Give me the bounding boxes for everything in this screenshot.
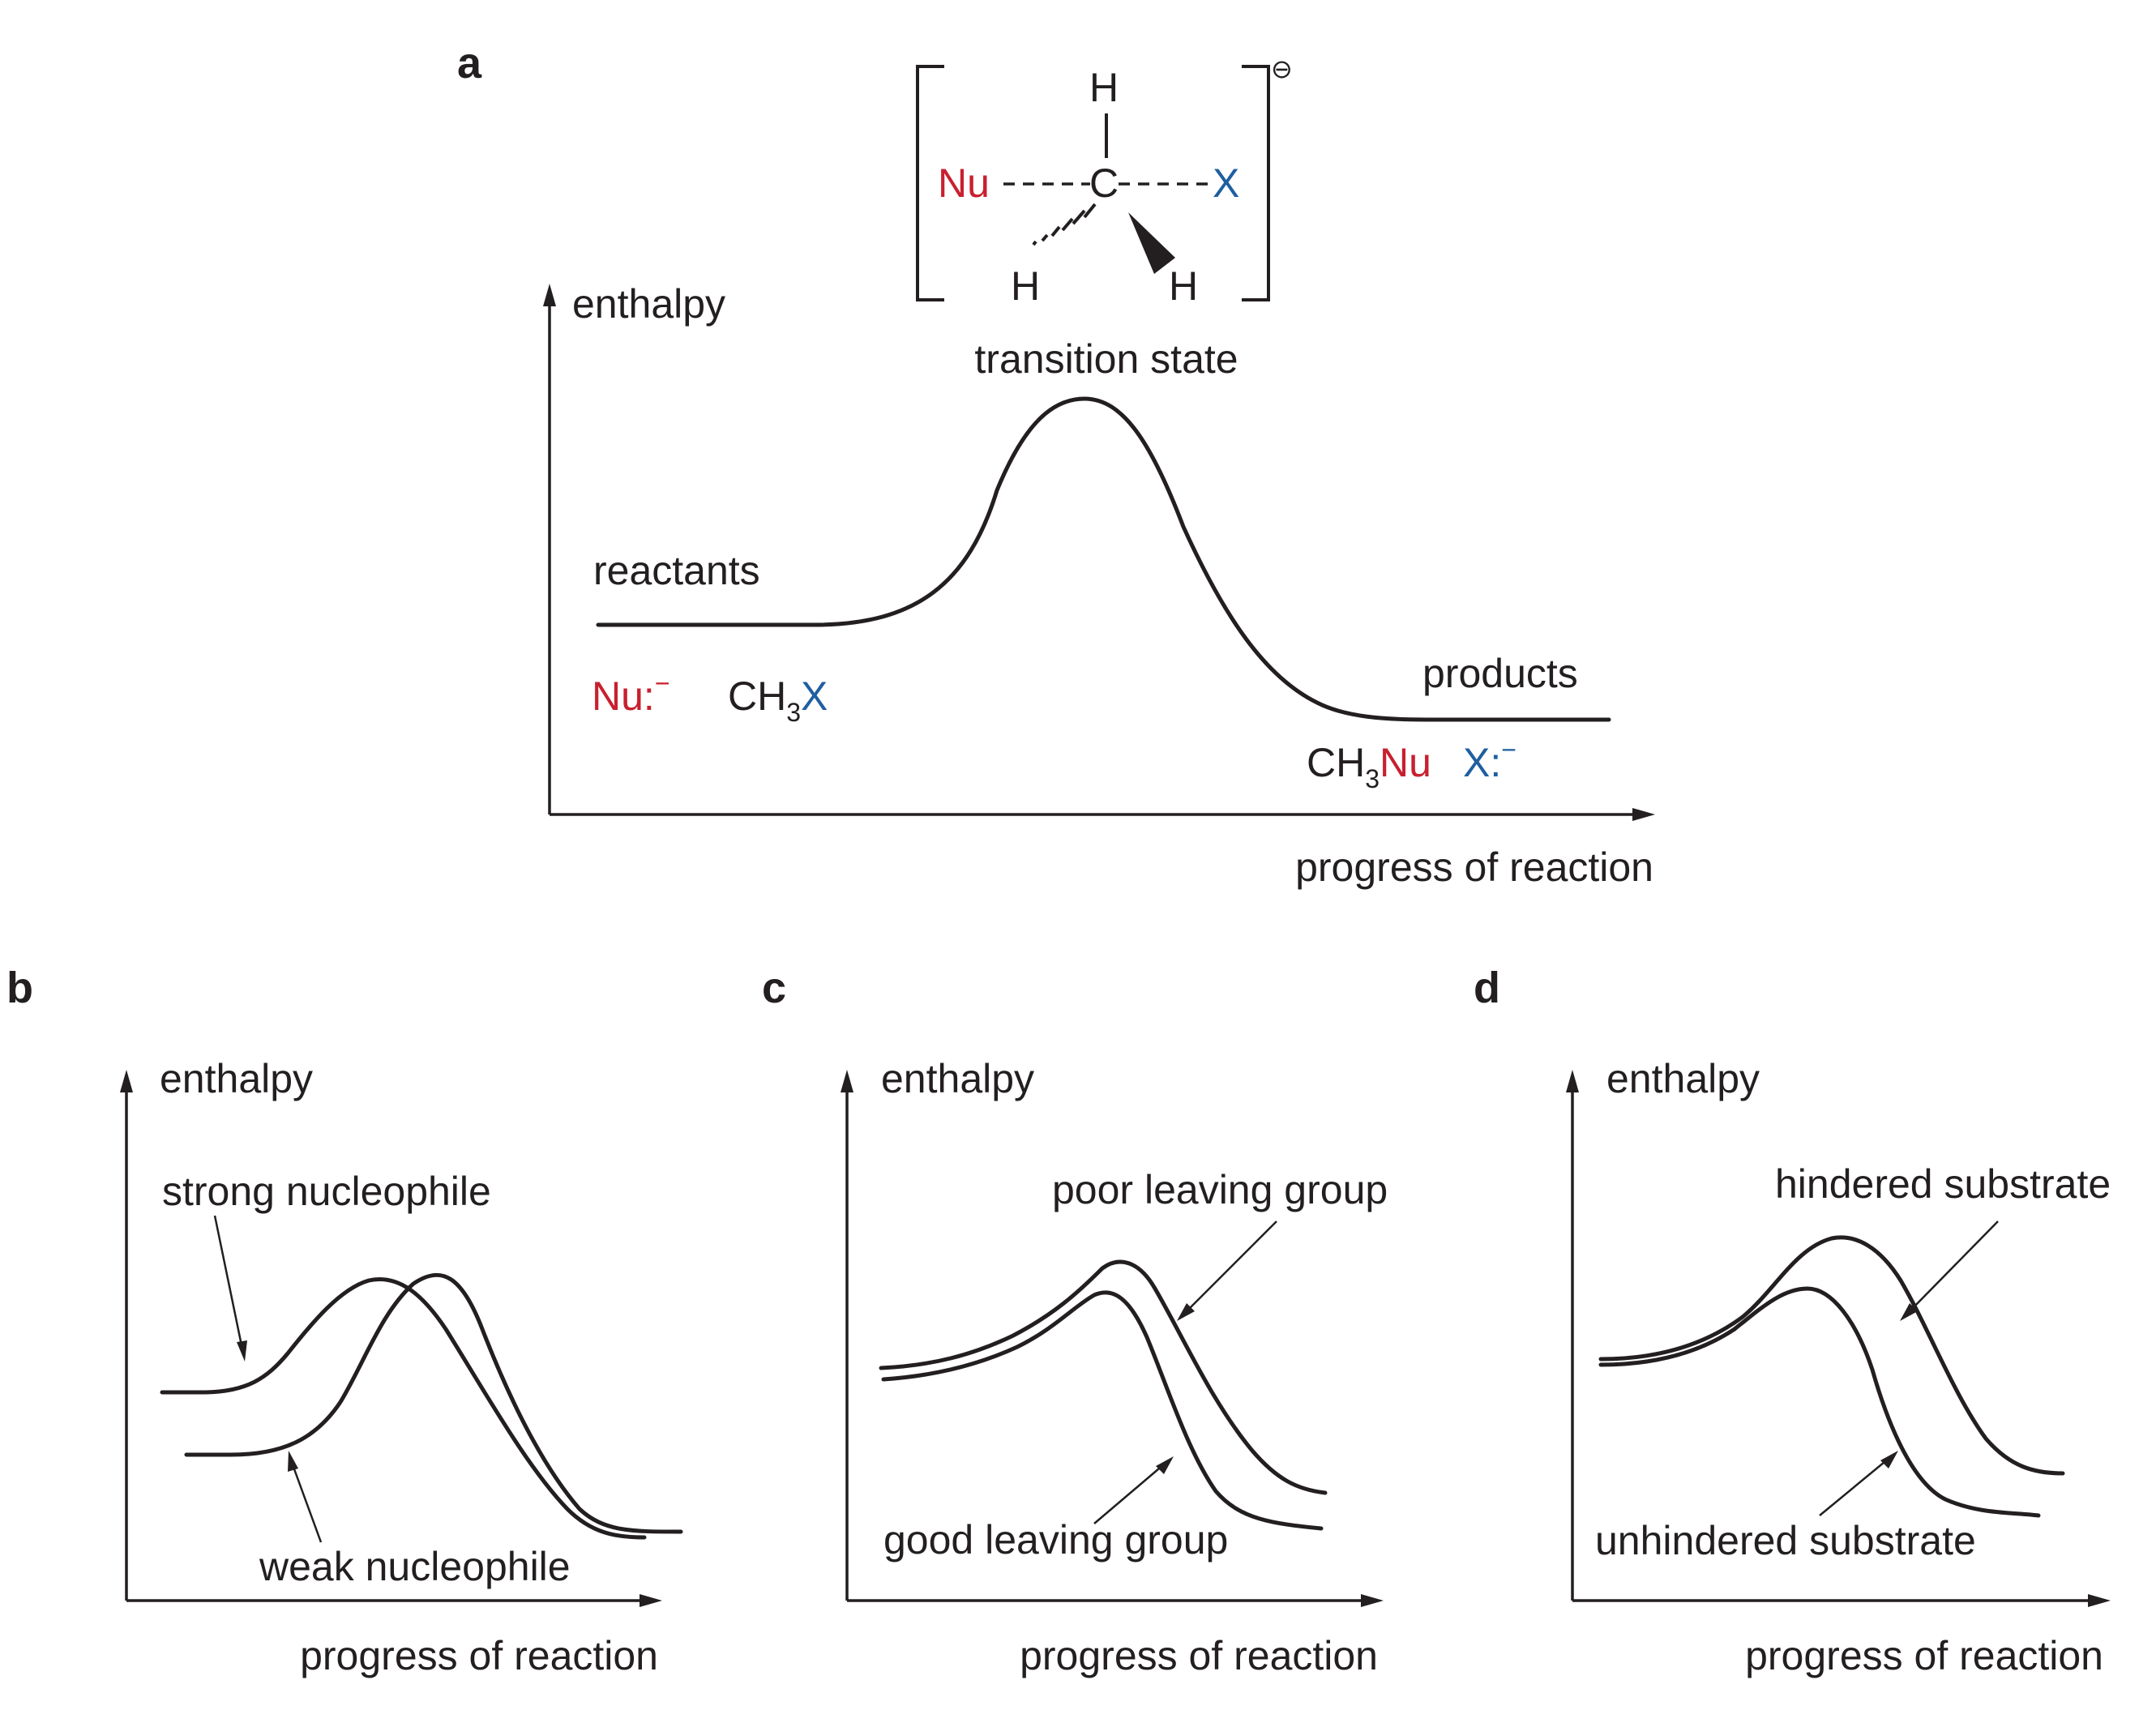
ts-h-top: H	[1089, 65, 1119, 110]
panel-a-energy-curve	[596, 396, 1611, 722]
panel-a: a enthalpy progress of reaction ⊖ H Nu C…	[457, 39, 1655, 890]
panel-c-lower-pointer-head	[1156, 1456, 1174, 1474]
panel-d-lower-pointer-head	[1880, 1451, 1898, 1468]
panel-b-lower-pointer	[292, 1466, 323, 1543]
panel-c-y-axis-label: enthalpy	[881, 1056, 1034, 1101]
panel-c-x-arrowhead	[1361, 1594, 1384, 1607]
panel-d-label: d	[1474, 964, 1500, 1012]
reactants-label: reactants	[593, 548, 760, 593]
panel-d-y-axis-label: enthalpy	[1606, 1056, 1760, 1101]
panel-a-x-axis-label: progress of reaction	[1295, 844, 1653, 890]
reactant-substrate: CH3X	[728, 673, 828, 727]
left-bracket	[916, 65, 944, 301]
transition-state-structure: ⊖ H Nu C X H H	[916, 54, 1293, 309]
panel-b-lower-label: weak nucleophile	[259, 1544, 571, 1589]
panel-b-lower-pointer-head	[288, 1451, 298, 1472]
panel-c-lower-pointer	[1093, 1468, 1160, 1524]
panel-c-label: c	[762, 964, 786, 1012]
reactant-nucleophile: Nu:−	[592, 669, 670, 719]
panel-b-lower-curve	[184, 1272, 683, 1534]
panel-d-upper-label: hindered substrate	[1775, 1161, 2111, 1207]
panel-b-x-arrowhead	[640, 1594, 662, 1607]
transition-state-caption: transition state	[974, 336, 1238, 382]
panel-d: d enthalpy progress of reaction hindered…	[1474, 964, 2111, 1678]
panel-d-upper-pointer-head	[1900, 1303, 1918, 1321]
transition-state-charge: ⊖	[1271, 54, 1293, 83]
panel-c-y-arrowhead	[841, 1070, 853, 1092]
panel-d-lower-pointer	[1819, 1461, 1885, 1516]
panel-b: b enthalpy progress of reaction strong n…	[6, 964, 683, 1678]
panel-b-y-arrowhead	[120, 1070, 133, 1092]
panel-d-lower-curve	[1598, 1286, 2041, 1518]
panel-a-y-arrowhead	[543, 284, 556, 306]
panel-d-upper-curve	[1598, 1235, 2065, 1476]
ts-carbon: C	[1089, 160, 1119, 206]
panel-d-y-arrowhead	[1566, 1070, 1579, 1092]
panel-c-upper-pointer	[1189, 1221, 1277, 1309]
ts-nucleophile: Nu	[938, 160, 990, 206]
panel-d-x-axis-label: progress of reaction	[1745, 1633, 2103, 1678]
panel-b-label: b	[6, 964, 33, 1012]
panel-c-x-axis-label: progress of reaction	[1020, 1633, 1378, 1678]
panel-d-upper-pointer	[1912, 1221, 1999, 1309]
panel-c-upper-pointer-head	[1177, 1303, 1195, 1321]
panel-c-upper-curve	[879, 1259, 1328, 1495]
right-bracket	[1242, 65, 1270, 301]
ts-h-left: H	[1011, 263, 1040, 309]
ts-hashed-wedge	[1032, 203, 1097, 246]
panel-d-lower-label: unhindered substrate	[1595, 1518, 1976, 1563]
panel-a-y-axis-label: enthalpy	[572, 281, 725, 327]
panel-b-upper-pointer-head	[237, 1340, 247, 1362]
product-molecule: CH3Nu	[1307, 740, 1431, 793]
panel-b-x-axis-label: progress of reaction	[300, 1633, 658, 1678]
panel-b-upper-label: strong nucleophile	[162, 1169, 491, 1214]
ts-h-right: H	[1169, 263, 1198, 309]
panel-d-x-arrowhead	[2088, 1594, 2111, 1607]
panel-b-upper-curve	[160, 1277, 647, 1540]
product-leaving-ion: X:−	[1463, 735, 1516, 785]
panel-b-y-axis-label: enthalpy	[160, 1056, 313, 1101]
panel-c-lower-label: good leaving group	[883, 1517, 1228, 1563]
panel-a-label: a	[457, 39, 482, 88]
panel-c-upper-label: poor leaving group	[1052, 1167, 1388, 1212]
ts-leaving-group: X	[1213, 160, 1239, 206]
panel-b-upper-pointer	[213, 1215, 243, 1346]
products-label: products	[1422, 651, 1578, 696]
panel-c: c enthalpy progress of reaction poor lea…	[762, 964, 1388, 1678]
ts-solid-wedge	[1128, 212, 1175, 274]
panel-a-x-arrowhead	[1632, 808, 1655, 821]
panel-c-lower-curve	[881, 1290, 1324, 1531]
